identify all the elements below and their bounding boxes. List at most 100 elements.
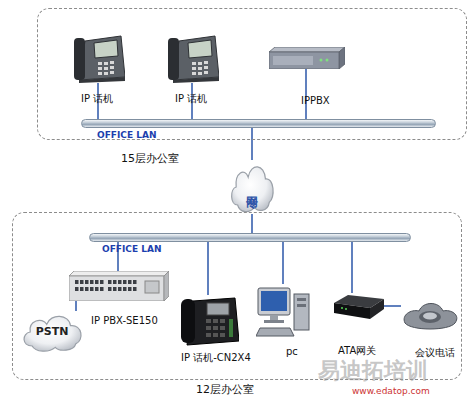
icon-part xyxy=(345,308,347,310)
icon-part xyxy=(108,287,112,291)
icon-part xyxy=(204,66,208,69)
icon-part xyxy=(294,294,309,330)
lan-bus: OFFICE LAN xyxy=(89,233,411,242)
icon-part xyxy=(192,67,196,70)
icon-part xyxy=(118,287,122,291)
icon-part xyxy=(90,287,94,291)
icon-part xyxy=(206,326,211,330)
node-label: 15层办公室 xyxy=(121,152,179,165)
node-label: OFFICE LAN xyxy=(102,244,161,255)
icon-part xyxy=(79,77,125,83)
icon-part xyxy=(198,67,202,70)
network-link xyxy=(207,242,209,295)
icon-part xyxy=(204,61,208,64)
icon-part xyxy=(256,328,294,336)
node-label: PSTN xyxy=(19,311,85,353)
icon-part xyxy=(69,271,169,276)
network-link xyxy=(282,242,284,284)
icon-part xyxy=(145,281,159,293)
icon-part xyxy=(256,284,312,340)
icon-part xyxy=(167,33,219,83)
icon-part xyxy=(370,299,384,319)
icon-part xyxy=(181,299,195,343)
conference-phone: 会议电话 xyxy=(401,297,459,333)
icon-part xyxy=(80,287,84,291)
icon-part xyxy=(113,287,117,291)
node-label: IP 话机 xyxy=(81,93,113,105)
icon-part xyxy=(269,47,345,69)
icon-part xyxy=(69,276,164,301)
icon-part xyxy=(232,167,273,212)
pc-computer: pc xyxy=(256,284,312,340)
icon-part xyxy=(110,66,114,69)
icon-part xyxy=(110,71,114,74)
icon-part xyxy=(261,291,287,311)
icon-part xyxy=(339,47,345,69)
icon-part xyxy=(270,315,278,320)
icon-part xyxy=(206,319,211,323)
icon-part xyxy=(80,280,84,284)
network-link xyxy=(251,128,253,160)
ip-phone: IP 话机 xyxy=(73,33,125,83)
icon-part xyxy=(128,280,132,284)
icon-part xyxy=(98,67,102,70)
icon-part xyxy=(73,33,125,83)
icon-part xyxy=(179,295,239,347)
office-zone: 15层办公室IP 话机IP 话机IPPBXOFFICE LAN xyxy=(37,8,467,140)
network-link xyxy=(351,242,353,293)
node-label: 专网 xyxy=(228,160,276,214)
network-cloud: 专网 xyxy=(228,160,276,214)
icon-part xyxy=(98,62,102,65)
network-link xyxy=(384,305,401,307)
icon-part xyxy=(220,326,225,330)
node-label: IP 话机 xyxy=(175,93,207,105)
ip-phone: IP 话机 xyxy=(167,33,219,83)
icon-part xyxy=(204,71,208,74)
icon-part xyxy=(207,303,229,315)
icon-part xyxy=(113,280,117,284)
icon-part xyxy=(258,288,290,315)
icon-part xyxy=(334,303,370,319)
node-label: 会议电话 xyxy=(415,347,455,359)
icon-part xyxy=(69,271,169,301)
icon-part xyxy=(108,280,112,284)
node-label: ATA网关 xyxy=(338,345,376,357)
node-label: IP 话机-CN2X4 xyxy=(181,352,251,364)
icon-part xyxy=(423,313,437,320)
node-label: 12层办公室 xyxy=(196,383,254,396)
icon-part xyxy=(173,36,219,80)
icon-part xyxy=(198,72,202,75)
icon-part xyxy=(94,40,118,58)
icon-part xyxy=(213,333,218,337)
icon-part xyxy=(164,271,169,301)
icon-part xyxy=(104,67,108,70)
icon-part xyxy=(100,280,104,284)
node-label: pc xyxy=(286,346,298,358)
pbx-device: IP PBX-SE150 xyxy=(69,271,169,301)
icon-part xyxy=(188,40,212,58)
pstn-cloud: PSTN xyxy=(19,311,85,353)
icon-part xyxy=(297,298,306,301)
ippbx-server: IPPBX xyxy=(269,47,345,69)
icon-part xyxy=(198,62,202,65)
icon-part xyxy=(128,287,132,291)
icon-part xyxy=(213,326,218,330)
icon-part xyxy=(90,280,94,284)
icon-part xyxy=(100,287,104,291)
icon-part xyxy=(74,38,85,80)
lan-bus: OFFICE LAN xyxy=(81,119,436,128)
icon-part xyxy=(75,287,79,291)
office-zone: 12层办公室OFFICE LANIP PBX-SE150PSTNIP 话机-CN… xyxy=(12,212,462,380)
network-link xyxy=(75,301,77,311)
icon-part xyxy=(220,333,225,337)
icon-part xyxy=(320,59,323,62)
watermark-url: www.edatop.com xyxy=(352,386,430,397)
node-label: IPPBX xyxy=(301,95,330,107)
icon-part xyxy=(95,287,99,291)
icon-part xyxy=(192,62,196,65)
icon-part xyxy=(104,72,108,75)
icon-part xyxy=(123,287,127,291)
icon-part xyxy=(95,280,99,284)
